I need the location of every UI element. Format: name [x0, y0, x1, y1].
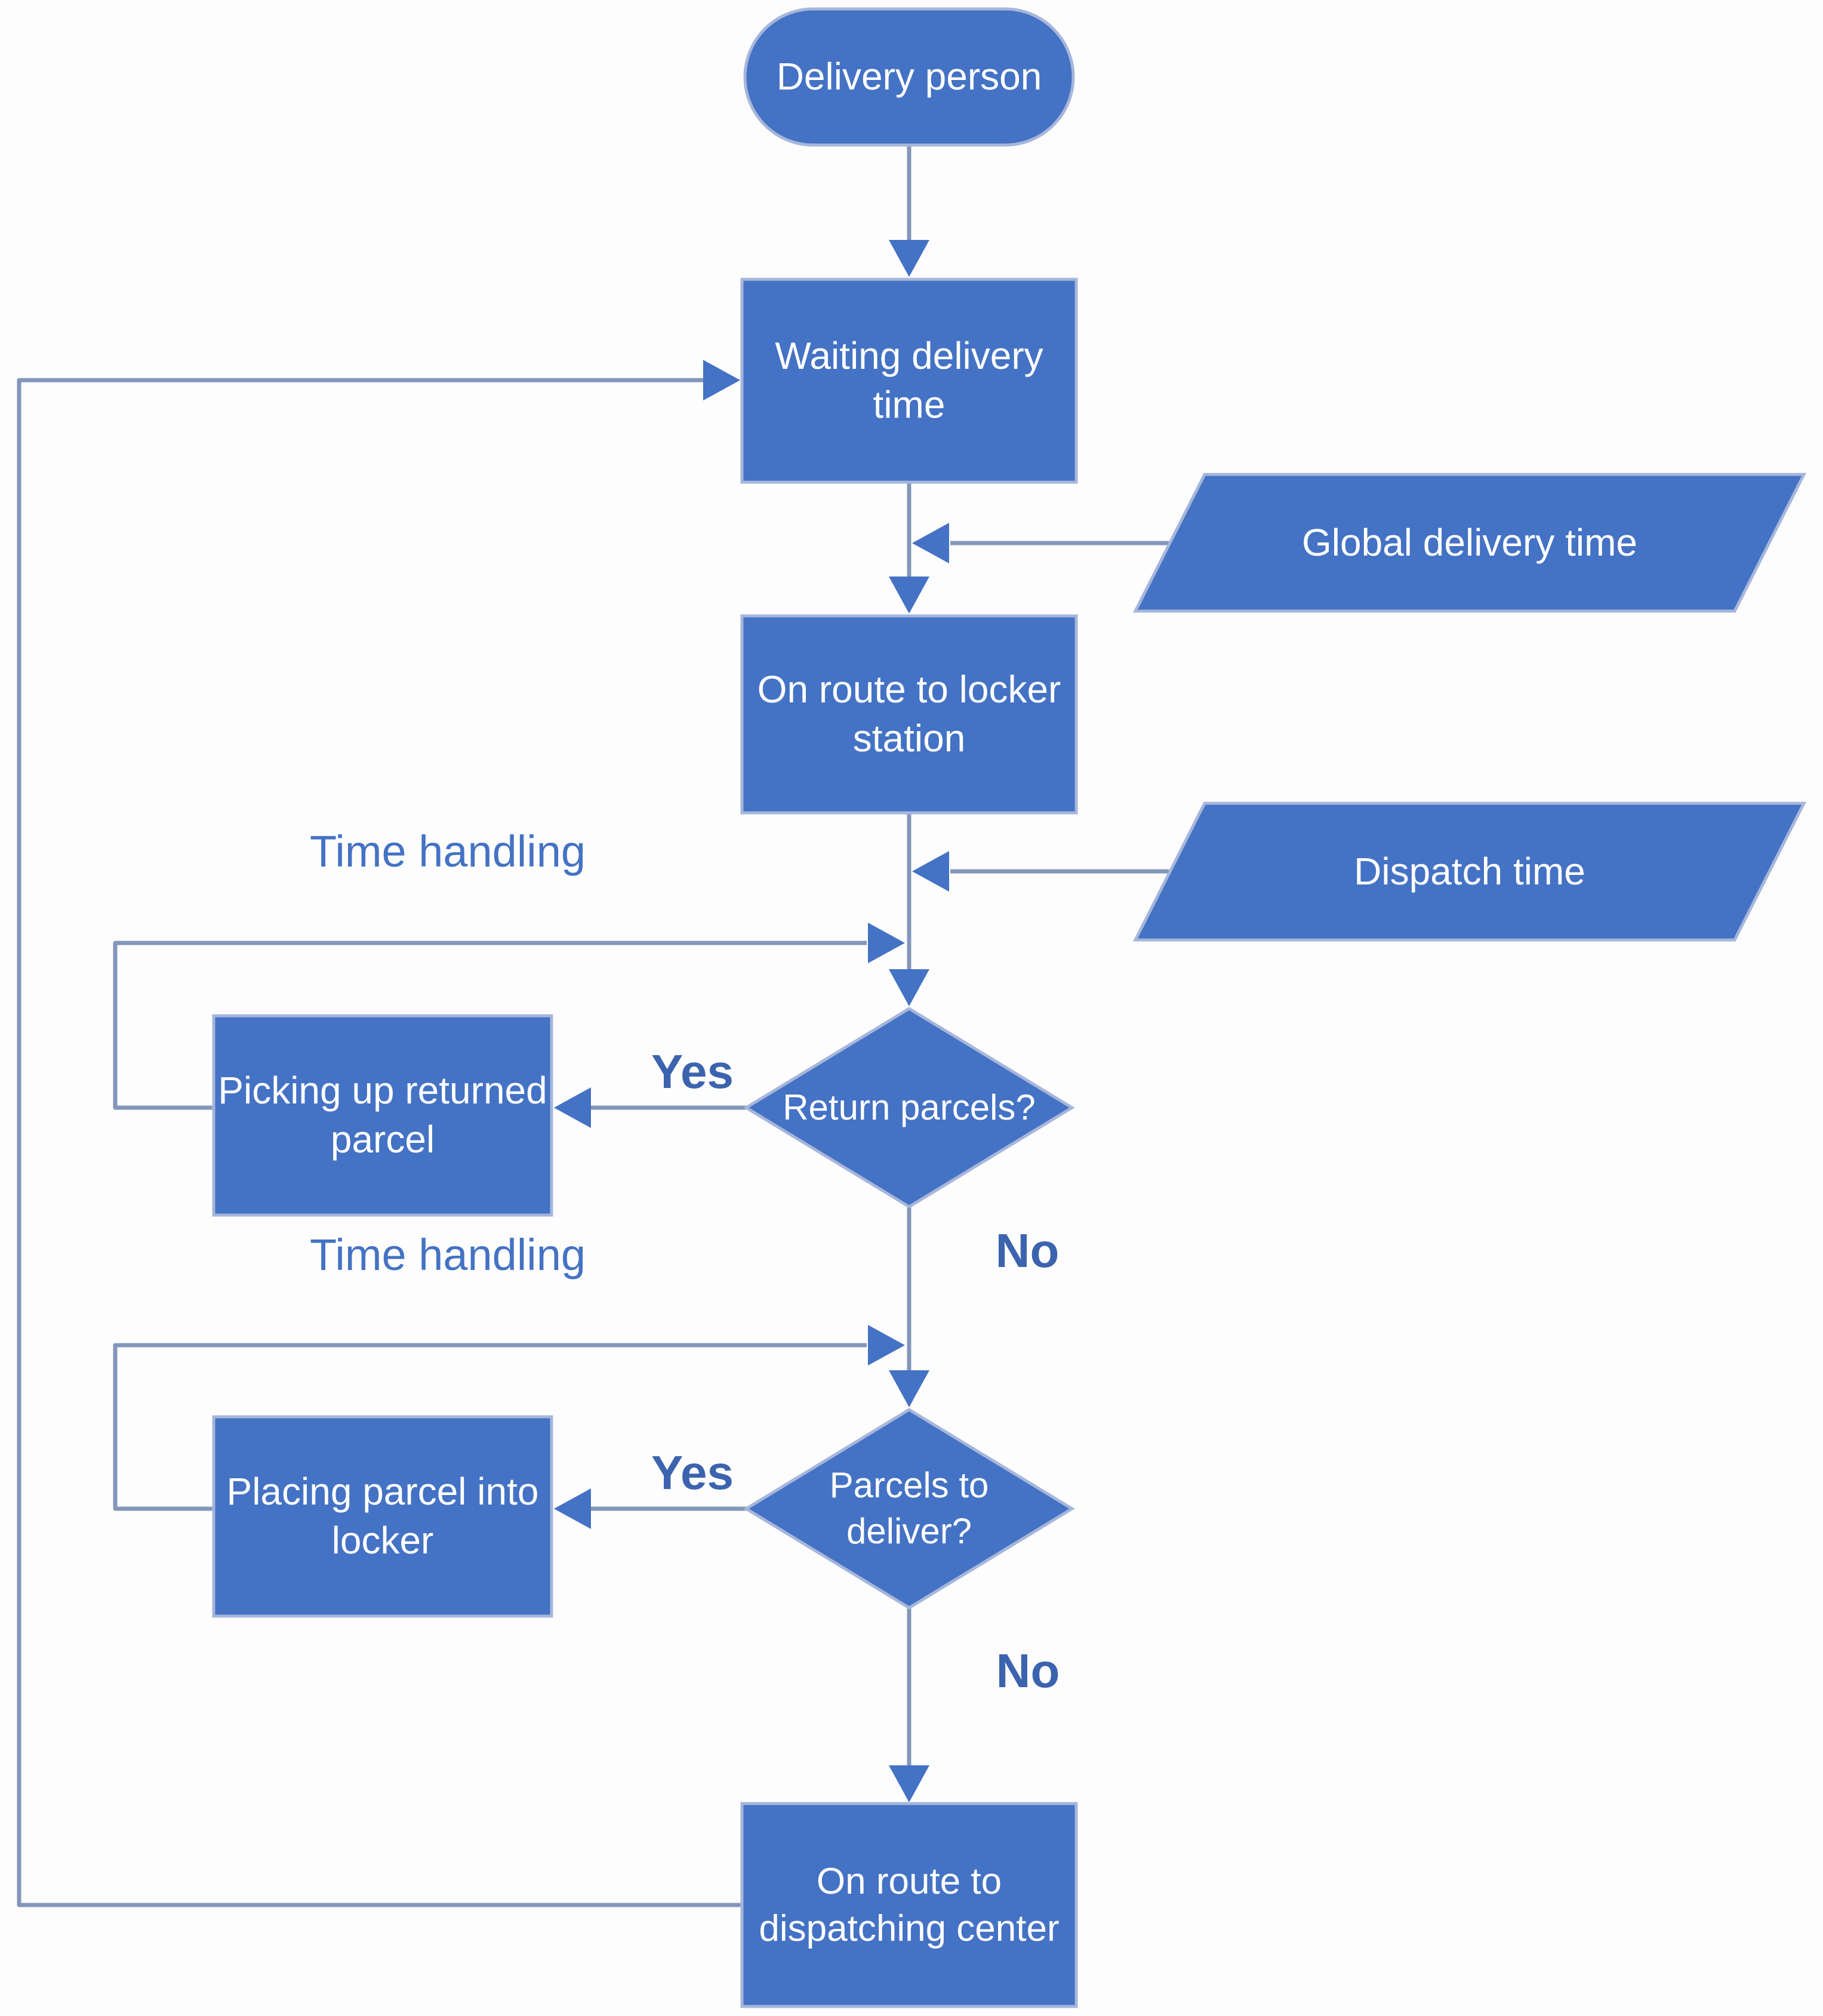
arrowhead-placing-loop-into-spine — [868, 1325, 905, 1365]
on-route-dispatching-center-shape — [740, 1802, 1078, 2008]
placing-parcel-into-locker-shape — [212, 1415, 553, 1618]
arrowhead-into-dispatching-box — [889, 1765, 929, 1802]
dispatch-time-shape — [1132, 802, 1807, 942]
arrowhead-dispatch-into-spine — [912, 851, 949, 892]
arrowhead-into-deliver-decision — [889, 1370, 929, 1407]
arrowhead-loop-into-waiting-left — [703, 360, 740, 400]
arrowhead-yes-into-picking — [554, 1087, 591, 1128]
arrowhead-global-into-spine — [912, 523, 949, 563]
arrowhead-picking-loop-into-spine — [868, 923, 905, 963]
return-parcels-decision-shape — [743, 1007, 1075, 1209]
picking-up-returned-parcel-shape — [212, 1014, 553, 1217]
on-route-locker-station-shape — [740, 614, 1078, 815]
edge-placing-loop-back — [113, 1343, 867, 1511]
waiting-delivery-time-shape — [740, 278, 1078, 484]
start-terminator-shape — [743, 7, 1075, 147]
arrowhead-into-waiting-top — [889, 240, 929, 277]
parcels-to-deliver-decision-shape — [743, 1408, 1075, 1610]
edge-dispatching-loop-to-waiting — [17, 378, 742, 1907]
edge-picking-loop-back — [113, 941, 867, 1110]
arrowhead-yes-into-placing — [554, 1488, 591, 1529]
arrowhead-into-return-decision — [889, 969, 929, 1006]
global-delivery-time-shape — [1132, 473, 1807, 613]
arrowhead-into-locker-top — [889, 577, 929, 614]
